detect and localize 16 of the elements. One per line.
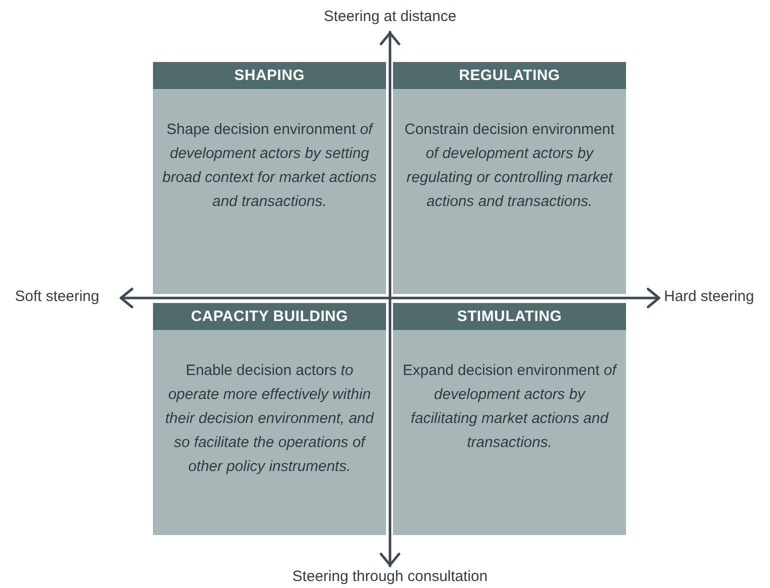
axis-label: Hard steering xyxy=(664,288,754,305)
axis-label: Steering through consultation xyxy=(292,568,488,585)
quadrant-description: Expand decision environment of development actors by facilitating market actions and transactions. xyxy=(402,361,618,453)
quadrant-heading: REGULATING xyxy=(393,62,626,89)
quadrant-description: Enable decision actors to operate more effectively within their decision environment, and so facilitate the operations of other policy instruments. xyxy=(164,361,375,477)
quadrant-heading: STIMULATING xyxy=(393,303,626,330)
quadrant-description: Shape decision environment of development actors by setting broad context for market actions and transactions. xyxy=(161,120,378,212)
quadrant-panel xyxy=(393,303,626,535)
quadrant-description: Constrain decision environment of development actors by regulating or controlling market actions and transactions. xyxy=(403,120,616,212)
quadrant-heading: CAPACITY BUILDING xyxy=(153,303,386,330)
quadrant-heading: SHAPING xyxy=(153,62,386,89)
axis-label: Steering at distance xyxy=(324,8,456,25)
quadrant-panel xyxy=(153,62,386,294)
quadrant-panel xyxy=(153,303,386,535)
quadrant-panel xyxy=(393,62,626,294)
axis-label: Soft steering xyxy=(15,288,100,305)
